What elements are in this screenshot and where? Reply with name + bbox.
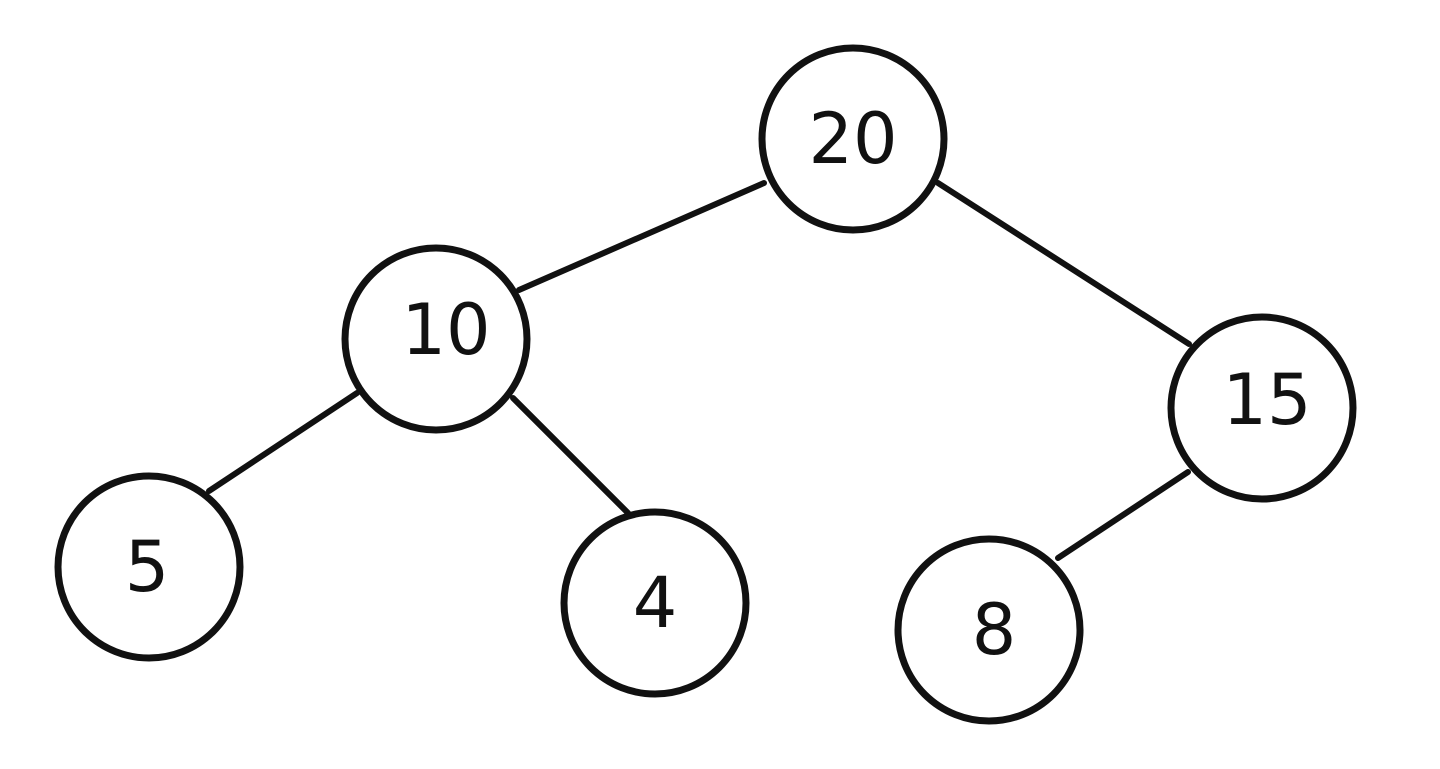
edge-10-4	[510, 395, 631, 516]
edge-20-15	[935, 180, 1192, 347]
node-value: 20	[808, 98, 897, 180]
node-value: 4	[633, 562, 678, 644]
node-circle	[758, 44, 948, 234]
tree-node-8: 8	[894, 535, 1084, 725]
nodes-group: 20 10 15 5 4 8	[54, 44, 1357, 725]
edge-15-8	[1055, 469, 1191, 561]
edge-20-10	[516, 180, 767, 293]
node-circle	[54, 472, 244, 662]
edges-group	[206, 180, 1192, 561]
edge-10-5	[206, 390, 360, 494]
node-value: 15	[1222, 359, 1311, 441]
tree-node-15: 15	[1167, 313, 1357, 503]
tree-node-4: 4	[560, 508, 750, 698]
tree-node-20: 20	[758, 44, 948, 234]
node-value: 8	[972, 589, 1017, 671]
node-circle	[894, 535, 1084, 725]
tree-node-5: 5	[54, 472, 244, 662]
node-circle	[560, 508, 750, 698]
node-circle	[341, 244, 531, 434]
node-value: 10	[401, 289, 490, 371]
node-circle	[1167, 313, 1357, 503]
node-value: 5	[125, 526, 170, 608]
tree-node-10: 10	[341, 244, 531, 434]
